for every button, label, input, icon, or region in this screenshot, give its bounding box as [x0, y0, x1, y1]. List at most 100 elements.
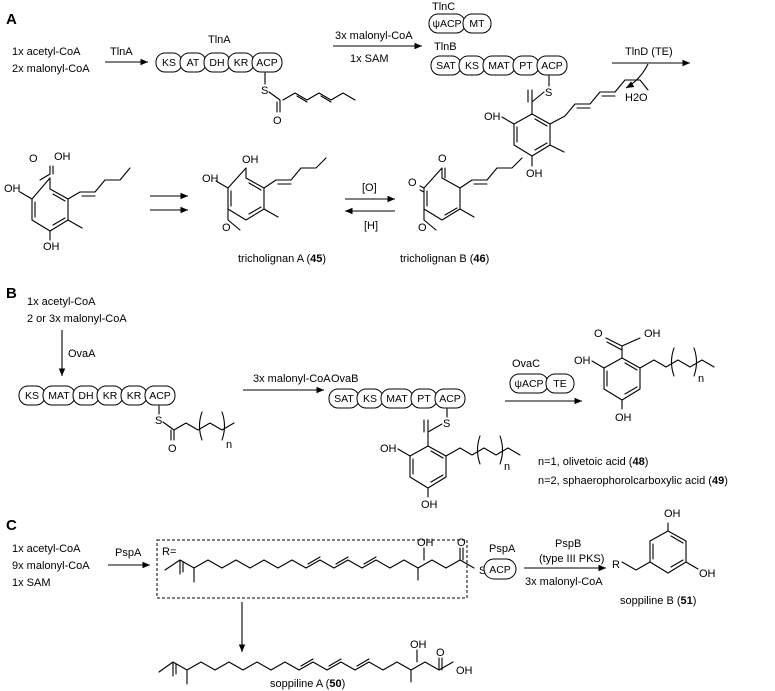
svg-text:S: S [545, 87, 552, 99]
water-arrow [625, 63, 649, 89]
panel-a-start-1: 1x acetyl-CoA [12, 46, 81, 58]
svg-text:SAT: SAT [436, 60, 456, 72]
panel-b-start-2: 2 or 3x malonyl-CoA [27, 313, 127, 325]
svg-text:O: O [418, 222, 427, 234]
svg-text:KS: KS [465, 60, 479, 72]
svg-text:OH: OH [380, 443, 397, 455]
svg-text:OH: OH [43, 241, 60, 253]
svg-text:S: S [443, 418, 450, 430]
panel-b-start-1: 1x acetyl-CoA [27, 296, 96, 308]
ovaa-thioester: S O n [155, 405, 235, 455]
red-label: [H] [364, 220, 378, 232]
tricholignan-b-structure: O O O [408, 153, 523, 234]
tlnb-label: TlnB [434, 41, 457, 53]
svg-text:O: O [408, 177, 417, 189]
svg-text:OH: OH [417, 537, 434, 549]
domain-acp: ACP [256, 57, 278, 69]
svg-text:n: n [698, 373, 704, 385]
enzyme-ovaa: OvaA [68, 348, 96, 360]
svg-text:KR: KR [127, 390, 142, 402]
pks-ovab: SAT KS MAT PT ACP [328, 388, 466, 409]
svg-text:OH: OH [484, 111, 501, 123]
panel-a-cond2-1: 3x malonyl-CoA [335, 30, 413, 42]
svg-text:OH: OH [456, 665, 473, 677]
panel-c-start-3: 1x SAM [12, 577, 51, 589]
svg-text:OH: OH [526, 168, 543, 180]
panel-b-label: B [6, 285, 17, 302]
tlnc-label: TlnC [432, 1, 455, 13]
pks-tlna-label: TlnA [208, 34, 231, 46]
svg-text:SAT: SAT [334, 393, 354, 405]
product-48-caption: n=1, olivetoic acid (48) [538, 456, 648, 468]
ovab-label: OvaB [331, 373, 359, 385]
svg-text:OH: OH [574, 355, 591, 367]
tricholignan-a-structure: OH OH O [202, 154, 327, 234]
olivetoic-acid-structure: O OH n OH OH [574, 328, 715, 424]
svg-text:O: O [29, 153, 38, 165]
svg-text:S: S [155, 415, 162, 427]
ovab-intermediate: S n OH OH [380, 408, 521, 511]
svg-text:R: R [612, 559, 620, 571]
svg-text:O: O [594, 328, 603, 340]
te-label: TlnD (TE) [625, 46, 673, 58]
water-label: H2O [625, 92, 648, 104]
tricholignan-a-caption: tricholignan A (45) [238, 253, 326, 265]
panel-a-start-2: 2x malonyl-CoA [12, 63, 90, 75]
soppiline-b-caption: soppiline B (51) [620, 595, 696, 607]
soppiline-b-structure: OH OH R [612, 508, 716, 580]
svg-text:PT: PT [519, 60, 533, 72]
svg-text:PT: PT [417, 393, 431, 405]
svg-text:O: O [438, 153, 447, 165]
r-group-label: R= [162, 546, 176, 558]
svg-text:n: n [504, 461, 510, 473]
acid-intermediate: OH O OH OH [4, 151, 131, 253]
svg-text:OH: OH [54, 151, 71, 163]
svg-text:O: O [168, 443, 177, 455]
panel-a-cond2-2: 1x SAM [350, 53, 389, 65]
svg-text:KS: KS [25, 390, 39, 402]
ovac-label: OvaC [512, 358, 540, 370]
svg-text:MAT: MAT [48, 390, 70, 402]
panel-c-start-1: 1x acetyl-CoA [12, 543, 81, 555]
r-group-box [156, 539, 468, 599]
svg-text:OH: OH [615, 412, 632, 424]
enzyme-tlna: TlnA [110, 46, 133, 58]
svg-text:S: S [479, 565, 486, 577]
svg-text:ψACP: ψACP [514, 378, 543, 390]
svg-text:O: O [436, 647, 445, 659]
svg-text:KS: KS [363, 393, 377, 405]
svg-text:OH: OH [4, 183, 21, 195]
tlnc: ψACP MT [428, 13, 492, 34]
svg-text:ACP: ACP [439, 393, 461, 405]
svg-text:OH: OH [664, 508, 681, 520]
svg-text:MAT: MAT [386, 393, 408, 405]
panel-c-cond2: 3x malonyl-CoA [525, 576, 603, 588]
domain-dh: DH [209, 57, 224, 69]
svg-text:OH: OH [410, 639, 427, 651]
tlnb-intermediate: S OH OH [484, 75, 649, 180]
domain-ks: KS [162, 57, 176, 69]
ovac: ψACP TE [509, 373, 575, 394]
enzyme-pspa: PspA [115, 547, 142, 559]
product-49-caption: n=2, sphaerophorolcarboxylic acid (49) [538, 475, 728, 487]
panel-c-start-2: 9x malonyl-CoA [12, 560, 90, 572]
pspb-label: PspB [555, 538, 581, 550]
tlna-thioester: S O [261, 72, 356, 127]
svg-text:S: S [261, 85, 268, 97]
domain-psi-acp: ψACP [432, 18, 461, 30]
svg-text:O: O [222, 222, 231, 234]
pspa-acp [483, 558, 517, 580]
domain-mt: MT [469, 18, 485, 30]
svg-text:OH: OH [421, 499, 438, 511]
domain-at: AT [187, 57, 200, 69]
svg-text:n: n [226, 439, 232, 451]
domain-acp-c: ACP [489, 564, 511, 576]
pks-tlnb: SAT KS MAT PT ACP [430, 55, 568, 76]
svg-text:KR: KR [103, 390, 118, 402]
svg-text:TE: TE [553, 378, 566, 390]
svg-text:MAT: MAT [488, 60, 510, 72]
svg-text:ACP: ACP [541, 60, 563, 72]
svg-text:ACP: ACP [149, 390, 171, 402]
panel-c-label: C [6, 517, 17, 534]
